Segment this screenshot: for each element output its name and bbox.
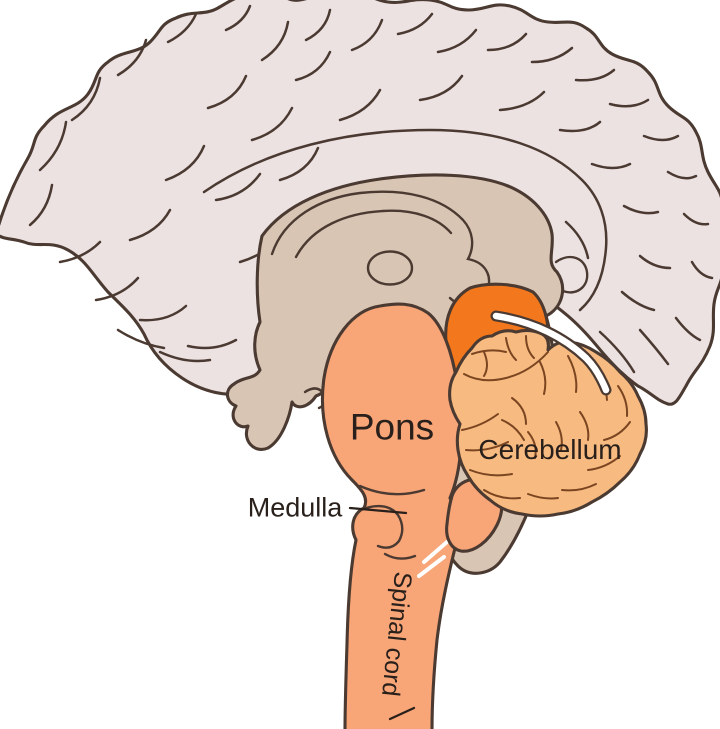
cerebellum-fissure-line bbox=[469, 469, 513, 477]
pons-label: Pons bbox=[349, 406, 435, 448]
sulcus-line bbox=[116, 38, 148, 77]
sulcus-line bbox=[486, 32, 528, 52]
medulla-label: Medulla bbox=[247, 492, 343, 523]
sulcus-line bbox=[224, 4, 252, 32]
tentorium-band bbox=[490, 310, 612, 396]
sulcus-line bbox=[590, 162, 632, 170]
sulcus-line bbox=[436, 28, 478, 54]
sulcus-line bbox=[58, 240, 102, 264]
cerebellum-fissure-line bbox=[587, 455, 621, 471]
sulcus-line bbox=[564, 220, 590, 260]
sulcus-line bbox=[682, 212, 710, 226]
sulcus-line bbox=[138, 304, 188, 322]
sulcus-line bbox=[304, 8, 332, 42]
tentorium-band-fill bbox=[492, 312, 610, 394]
corpus-callosum-inner-line bbox=[294, 209, 453, 259]
sulcus-line bbox=[666, 170, 698, 180]
sulcus-line bbox=[638, 328, 670, 366]
cerebellum-fissure-line bbox=[511, 397, 527, 425]
sulcus-line bbox=[674, 316, 702, 342]
cerebellum-fissure-line bbox=[461, 413, 499, 431]
cerebellum-fissure-line bbox=[539, 361, 547, 395]
cingulate-sulcus-line bbox=[202, 128, 608, 312]
sulcus-line bbox=[598, 330, 636, 374]
pons-medulla-boundary-line bbox=[358, 484, 426, 496]
cerebellum-fissure-line bbox=[465, 441, 509, 452]
sulcus-line bbox=[186, 338, 238, 350]
cerebellum-fissure-line bbox=[483, 351, 488, 377]
sulcus-line bbox=[608, 98, 650, 108]
sulcus-line bbox=[558, 120, 602, 133]
pineal-curl-line bbox=[554, 255, 589, 294]
cerebellum-fissure-line bbox=[525, 335, 535, 359]
sulcus-line bbox=[642, 134, 680, 142]
brainstem-details bbox=[358, 484, 449, 578]
sulcus-line bbox=[166, 12, 198, 44]
cerebellum-fissure-line bbox=[505, 337, 517, 361]
spinal-cord-leader-line bbox=[388, 706, 416, 721]
sulcus-line bbox=[638, 254, 672, 270]
sulcus-line bbox=[622, 204, 660, 215]
sulcus-line bbox=[158, 350, 212, 363]
cerebellum-fissure-line bbox=[579, 411, 590, 441]
cerebellum-fissure-line bbox=[555, 421, 563, 451]
sulcus-line bbox=[206, 74, 248, 110]
cerebellum-fissure-line bbox=[463, 351, 549, 382]
sulcus-line bbox=[530, 46, 574, 64]
sulcus-line bbox=[574, 68, 616, 82]
cerebellum-fissure-line bbox=[567, 355, 578, 393]
sulcus-line bbox=[396, 12, 434, 36]
cerebellum-fissure-line bbox=[471, 349, 507, 355]
medulla-cord-boundary-line bbox=[383, 552, 417, 560]
sulcus-line bbox=[70, 76, 102, 122]
sulcus-line bbox=[214, 172, 262, 202]
cerebellum-fissure-line bbox=[527, 431, 537, 459]
sulcus-line bbox=[94, 276, 140, 302]
sulcus-line bbox=[38, 120, 68, 172]
cord-highlight-line bbox=[422, 540, 449, 564]
sulcus-line bbox=[128, 208, 172, 242]
sulcus-line bbox=[294, 50, 332, 82]
interthalamic-adhesion-circle bbox=[366, 250, 414, 286]
medulla-olive-line bbox=[364, 504, 404, 549]
sulcus-line bbox=[338, 88, 382, 122]
cerebellum-fissure-line bbox=[483, 489, 521, 500]
sulcus-line bbox=[350, 18, 384, 52]
medulla-leader-line bbox=[348, 506, 408, 515]
cerebellum-fissure-line bbox=[501, 419, 525, 441]
sulcus-line bbox=[278, 146, 320, 182]
cerebellum-label: Cerebellum bbox=[478, 434, 622, 465]
sulcus-line bbox=[28, 183, 54, 227]
sulcus-line bbox=[260, 20, 290, 62]
sulcus-line bbox=[250, 106, 294, 142]
cerebellum-fissure-line bbox=[603, 421, 631, 441]
cerebellum-fissure-line bbox=[617, 385, 629, 417]
sulcus-line bbox=[690, 260, 714, 280]
sulcus-line bbox=[164, 144, 206, 182]
sulcus-line bbox=[620, 290, 656, 312]
sulcus-line bbox=[418, 74, 464, 102]
cord-highlight-line bbox=[417, 555, 446, 578]
sulcus-line bbox=[116, 328, 166, 350]
cerebellum-fissures bbox=[461, 335, 631, 500]
sulcus-line bbox=[498, 90, 546, 112]
cerebellum-fissure-line bbox=[561, 483, 597, 492]
cerebellum-fissure-line bbox=[527, 493, 559, 500]
